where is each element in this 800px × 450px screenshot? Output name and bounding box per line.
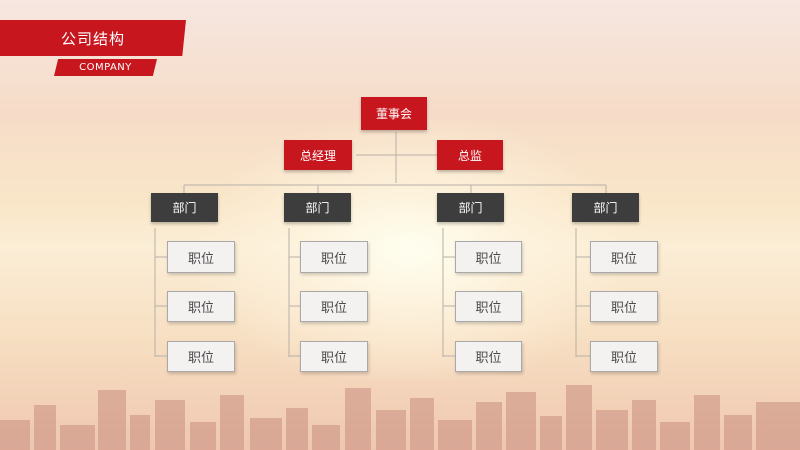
general-manager-node: 总经理 — [284, 140, 352, 170]
position-label: 职位 — [187, 351, 214, 366]
position-node: 职位 — [300, 291, 368, 322]
department-label: 部门 — [305, 201, 330, 215]
position-label: 职位 — [187, 301, 214, 316]
position-label: 职位 — [320, 301, 347, 316]
position-node: 职位 — [300, 241, 368, 273]
position-label: 职位 — [610, 301, 637, 316]
department-label: 部门 — [593, 201, 618, 215]
department-label: 部门 — [458, 201, 483, 215]
page-subtitle: COMPANY — [79, 62, 132, 73]
position-node: 职位 — [590, 241, 658, 273]
page-title-banner: 公司结构 — [0, 20, 186, 56]
department-label: 部门 — [172, 201, 197, 215]
position-label: 职位 — [320, 251, 347, 267]
position-label: 职位 — [475, 301, 502, 316]
page-title: 公司结构 — [60, 29, 125, 48]
position-label: 职位 — [610, 251, 637, 267]
position-node: 职位 — [590, 291, 658, 322]
department-node-1: 部门 — [151, 193, 218, 222]
director-label: 总监 — [457, 148, 482, 163]
general-manager-label: 总经理 — [299, 148, 336, 163]
director-node: 总监 — [437, 140, 503, 170]
position-label: 职位 — [610, 351, 637, 366]
page-subtitle-banner: COMPANY — [54, 59, 157, 76]
board-of-directors-label: 董事会 — [375, 107, 412, 121]
position-node: 职位 — [455, 341, 522, 372]
position-node: 职位 — [167, 241, 235, 273]
department-node-3: 部门 — [437, 193, 504, 222]
position-label: 职位 — [475, 251, 502, 267]
department-node-2: 部门 — [284, 193, 351, 222]
position-label: 职位 — [320, 351, 347, 366]
position-node: 职位 — [167, 341, 235, 372]
position-label: 职位 — [475, 351, 502, 366]
department-node-4: 部门 — [572, 193, 639, 222]
city-skyline-background — [0, 385, 800, 450]
position-node: 职位 — [455, 241, 522, 273]
position-node: 职位 — [455, 291, 522, 322]
position-label: 职位 — [187, 251, 214, 267]
position-node: 职位 — [300, 341, 368, 372]
board-of-directors-node: 董事会 — [361, 97, 427, 130]
position-node: 职位 — [167, 291, 235, 322]
position-node: 职位 — [590, 341, 658, 372]
